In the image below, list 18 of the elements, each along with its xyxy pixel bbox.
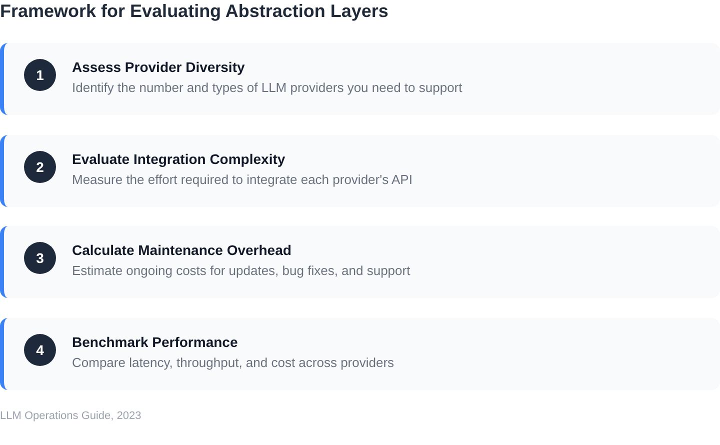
diagram-title: Framework for Evaluating Abstraction Layers: [0, 0, 388, 22]
step-description: Identify the number and types of LLM providers you need to support: [72, 80, 462, 96]
step-card: [0, 43, 720, 115]
step-card: [0, 318, 720, 390]
step-card: [0, 135, 720, 207]
step-heading: Assess Provider Diversity: [72, 58, 245, 76]
step-card: [0, 226, 720, 298]
step-heading: Evaluate Integration Complexity: [72, 150, 286, 168]
step-number-circle: 2: [24, 151, 56, 183]
step-heading: Calculate Maintenance Overhead: [72, 241, 292, 259]
step-number-circle: 3: [24, 242, 56, 274]
step-description: Estimate ongoing costs for updates, bug fixes, and support: [72, 263, 410, 279]
step-description: Measure the effort required to integrate each provider's API: [72, 172, 412, 188]
step-number-circle: 1: [24, 59, 56, 91]
step-heading: Benchmark Performance: [72, 333, 238, 351]
step-description: Compare latency, throughput, and cost across providers: [72, 355, 394, 371]
step-number-circle: 4: [24, 334, 56, 366]
caption: LLM Operations Guide, 2023: [0, 409, 142, 423]
